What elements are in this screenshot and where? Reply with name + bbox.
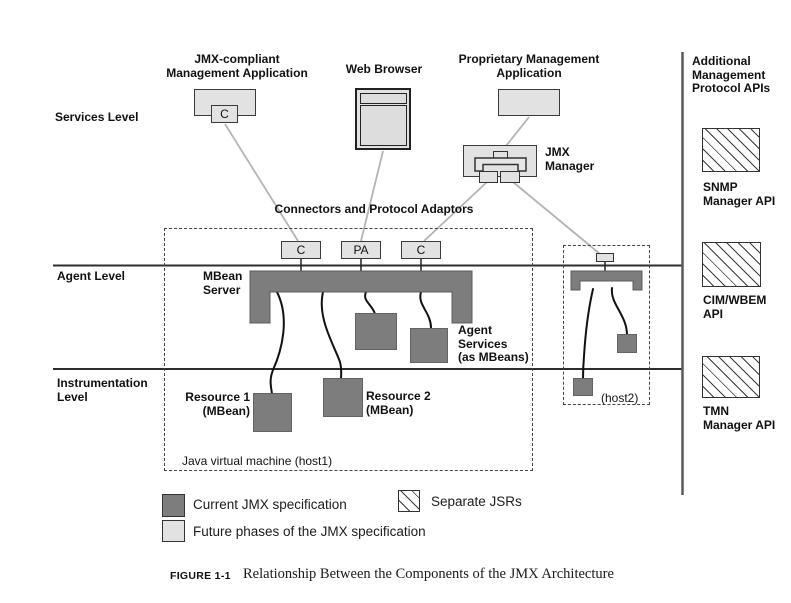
snmp-api-box bbox=[702, 128, 760, 172]
connector-chip-c2: C bbox=[401, 241, 441, 259]
connector-chip-c1: C bbox=[281, 241, 321, 259]
legend-jsr-label: Separate JSRs bbox=[431, 494, 522, 509]
browser-content bbox=[360, 105, 407, 146]
link-browser-to-adaptor bbox=[360, 150, 384, 242]
link-manager-to-connector bbox=[423, 181, 488, 242]
services-level-label: Services Level bbox=[55, 110, 139, 124]
jmx-manager-box bbox=[463, 145, 537, 183]
instrumentation-level-label: Instrumentation Level bbox=[57, 376, 148, 404]
connector-chip-pa: PA bbox=[341, 241, 381, 259]
snmp-api-label: SNMP Manager API bbox=[703, 180, 776, 208]
host1-dashed-box bbox=[164, 228, 533, 471]
jmx-manager-bottom-chip-1 bbox=[479, 171, 498, 183]
host2-mbean-server-shape bbox=[570, 270, 643, 291]
web-browser-label: Web Browser bbox=[345, 62, 423, 76]
curve-to-resource1 bbox=[269, 291, 285, 395]
host2-dashed-box bbox=[563, 245, 650, 405]
resource2-box bbox=[323, 378, 363, 417]
connectors-title: Connectors and Protocol Adaptors bbox=[274, 202, 474, 216]
curve-to-agent-service2 bbox=[419, 291, 432, 329]
cim-api-label: CIM/WBEM API bbox=[703, 293, 767, 321]
host2-connector-chip bbox=[596, 253, 614, 262]
agent-services-label: Agent Services (as MBeans) bbox=[458, 323, 529, 364]
host2-label: (host2) bbox=[601, 391, 639, 405]
legend-current-label: Current JMX specification bbox=[193, 497, 347, 512]
host2-curve-2 bbox=[610, 287, 628, 336]
agent-services-box-2 bbox=[410, 328, 448, 363]
browser-titlebar bbox=[360, 93, 407, 104]
jmx-app-label: JMX-compliant Management Application bbox=[166, 52, 308, 80]
mbean-server-shape bbox=[249, 270, 473, 324]
jmx-app-connector-chip: C bbox=[211, 105, 238, 123]
link-propapp-to-manager bbox=[505, 116, 530, 147]
legend-future-label: Future phases of the JMX specification bbox=[193, 524, 426, 539]
resource2-label: Resource 2 (MBean) bbox=[366, 389, 431, 417]
mbean-server-label: MBean Server bbox=[203, 269, 243, 297]
resource1-label: Resource 1 (MBean) bbox=[185, 390, 250, 418]
legend-future-swatch bbox=[162, 520, 185, 542]
host2-box-1 bbox=[617, 334, 637, 353]
host2-box-2 bbox=[573, 378, 593, 396]
curve-to-resource2 bbox=[320, 291, 343, 381]
figure-caption-label: FIGURE 1-1 bbox=[170, 570, 231, 582]
right-panel-header: Additional Management Protocol APIs bbox=[692, 54, 771, 95]
legend-current-swatch bbox=[162, 494, 185, 517]
jmx-manager-label: JMX Manager bbox=[545, 145, 595, 173]
figure-caption-text: Relationship Between the Components of t… bbox=[243, 566, 614, 582]
host2-curve-1 bbox=[582, 288, 594, 380]
jmx-manager-bottom-chip-2 bbox=[500, 171, 520, 183]
link-manager-to-host2 bbox=[512, 181, 601, 255]
prop-app-box bbox=[498, 89, 560, 116]
resource1-box bbox=[253, 393, 292, 432]
cim-api-box bbox=[702, 242, 761, 287]
jvm-label: Java virtual machine (host1) bbox=[182, 454, 333, 468]
agent-services-box-1 bbox=[355, 313, 397, 350]
tmn-api-box bbox=[702, 356, 760, 398]
jmx-manager-bracket-icon bbox=[474, 157, 527, 172]
prop-app-label: Proprietary Management Application bbox=[458, 52, 600, 80]
link-jmxapp-to-connector bbox=[224, 123, 299, 242]
curve-to-agent-service1 bbox=[364, 291, 376, 315]
web-browser-box bbox=[355, 88, 411, 150]
tmn-api-label: TMN Manager API bbox=[703, 404, 776, 432]
agent-level-label: Agent Level bbox=[57, 269, 126, 283]
legend-jsr-swatch bbox=[398, 490, 420, 512]
